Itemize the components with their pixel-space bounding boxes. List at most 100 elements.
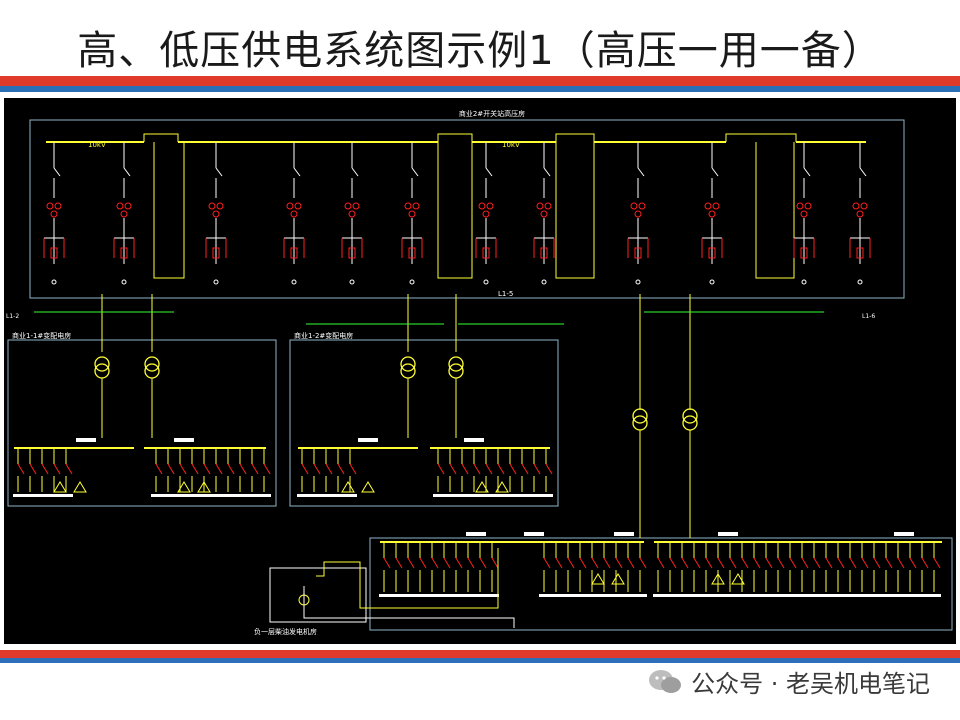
cable-terminal [801, 279, 807, 285]
outgoing-label-box [517, 494, 529, 497]
fuse-symbol [540, 247, 548, 259]
lv-breaker [885, 557, 893, 569]
breaker-symbol [53, 167, 61, 177]
genset-frame [269, 567, 367, 623]
outgoing-label-box [297, 494, 309, 497]
lv-breaker [491, 557, 499, 569]
breaker-symbol [543, 167, 551, 177]
current-transformer [712, 202, 720, 210]
current-transformer [486, 202, 494, 210]
outgoing-label-box [61, 494, 73, 497]
hv-voltage-right: 10kV [502, 141, 520, 149]
cable-terminal [635, 279, 641, 285]
capacitor-icon [591, 573, 605, 585]
wechat-icon [647, 667, 683, 697]
outgoing-label-box [163, 494, 175, 497]
outgoing-label-box [665, 594, 677, 597]
top-stripe-blue [0, 86, 960, 92]
outgoing-label-box [599, 594, 611, 597]
current-transformer [116, 202, 124, 210]
outgoing-label-box [49, 494, 61, 497]
capacitor-icon [361, 481, 375, 493]
outgoing-label-box [427, 594, 439, 597]
fuse-symbol [50, 247, 58, 259]
lv-breaker [155, 463, 163, 475]
lv-breaker [741, 557, 749, 569]
outgoing-label-box [575, 594, 587, 597]
cable-terminal [409, 279, 415, 285]
bus-coupler [725, 133, 797, 142]
lv-room2-frame [289, 339, 559, 507]
lv-breaker [313, 463, 321, 475]
outgoing-label-box [845, 594, 857, 597]
meter-box [894, 532, 914, 536]
cable-terminal [709, 279, 715, 285]
current-transformer [804, 202, 812, 210]
lv-breaker [263, 463, 271, 475]
capacitor-icon [731, 573, 745, 585]
lv-breaker [227, 463, 235, 475]
outgoing-label-box [749, 594, 761, 597]
current-transformer [124, 202, 132, 210]
lv-room1-frame [7, 339, 277, 507]
tie-connection [153, 142, 185, 279]
lv-breaker [801, 557, 809, 569]
lv-breaker [729, 557, 737, 569]
current-transformer [638, 202, 646, 210]
current-transformer [46, 202, 54, 210]
hv-room-label: 商业2#开关站高压房 [459, 109, 525, 118]
lv-breaker [765, 557, 773, 569]
breaker-symbol [637, 167, 645, 177]
bus-coupler [555, 133, 595, 142]
meter-box [76, 438, 96, 442]
breaker-symbol [485, 167, 493, 177]
current-transformer [50, 210, 58, 218]
outgoing-label-box [857, 594, 869, 597]
meter-box [358, 438, 378, 442]
current-transformer [482, 210, 490, 218]
outgoing-label-box [821, 594, 833, 597]
lv-breaker [705, 557, 713, 569]
meter-box [718, 532, 738, 536]
lv-breaker [337, 463, 345, 475]
fuse-symbol [212, 247, 220, 259]
lv-breaker [873, 557, 881, 569]
transformer-icon [682, 408, 698, 424]
current-transformer [54, 202, 62, 210]
power-system-diagram: 商业2#开关站高压房 商业1-1#变配电房 商业1-2#变配电房 负一层柴油发电… [4, 98, 956, 644]
lv-breaker [591, 557, 599, 569]
outgoing-label-box [439, 594, 451, 597]
watermark: 公众号 · 老吴机电笔记 [647, 664, 930, 699]
current-transformer [800, 210, 808, 218]
outgoing-label-box [797, 594, 809, 597]
cable-terminal [483, 279, 489, 285]
outgoing-label-box [379, 594, 391, 597]
lv-breaker [301, 463, 309, 475]
watermark-text: 公众号 · 老吴机电笔记 [691, 670, 930, 698]
outgoing-label-box [345, 494, 357, 497]
outgoing-label-box [541, 494, 553, 497]
current-transformer [536, 202, 544, 210]
lv-breaker [419, 557, 427, 569]
outgoing-label-box [187, 494, 199, 497]
capacitor-icon [341, 481, 355, 493]
outgoing-label-box [551, 594, 563, 597]
breaker-symbol [803, 167, 811, 177]
lv-breaker [521, 463, 529, 475]
current-transformer [404, 202, 412, 210]
lv-breaker [921, 557, 929, 569]
lv-breaker [909, 557, 917, 569]
lv-breaker [431, 557, 439, 569]
bus-coupler [437, 133, 473, 142]
outgoing-label-box [587, 594, 599, 597]
tie-connection [555, 142, 595, 279]
lv-breaker [603, 557, 611, 569]
current-transformer [852, 202, 860, 210]
cable-terminal [121, 279, 127, 285]
outgoing-label-box [259, 494, 271, 497]
current-transformer [344, 202, 352, 210]
outgoing-label-box [415, 594, 427, 597]
lv-breaker [897, 557, 905, 569]
meter-box [174, 438, 194, 442]
meter-box [614, 532, 634, 536]
